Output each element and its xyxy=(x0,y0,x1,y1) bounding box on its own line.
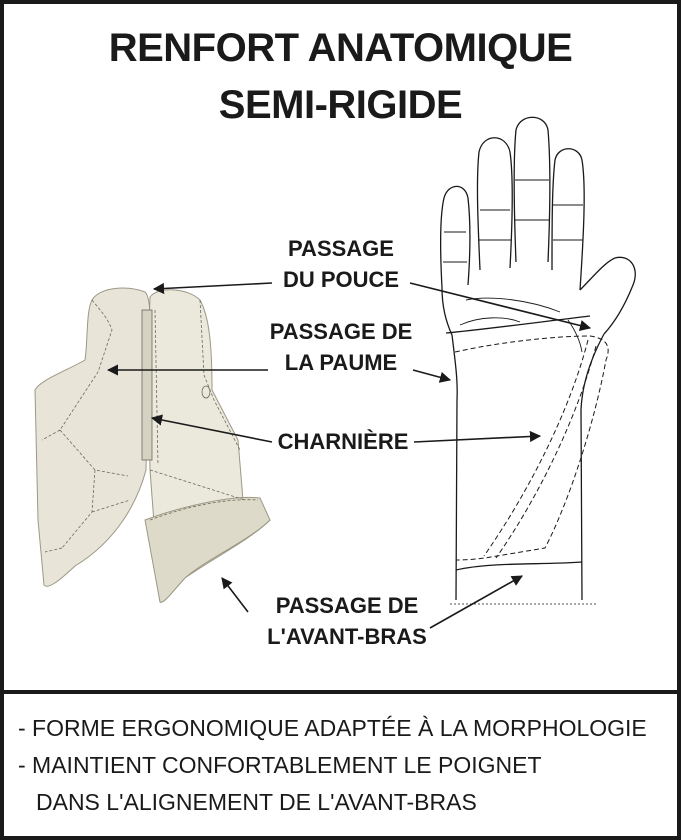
hand-left-side xyxy=(441,287,458,601)
hand-hinge-line xyxy=(483,339,589,557)
arrow-hinge-left xyxy=(150,414,273,443)
section-divider xyxy=(4,690,677,694)
hand-ring-finger xyxy=(476,137,513,271)
label-thumb-passage: PASSAGE DU POUCE xyxy=(272,233,410,295)
hand-wrist-line xyxy=(445,315,591,334)
arrow-forearm-left xyxy=(221,577,249,613)
splint-illustration xyxy=(34,287,271,603)
splint-cuff xyxy=(144,496,271,603)
label-palm-passage: PASSAGE DE LA PAUME xyxy=(266,316,416,378)
splint-seams xyxy=(41,299,259,553)
arrow-hinge-right xyxy=(413,430,542,443)
hand-forearm-cut xyxy=(455,561,583,571)
diagram-figure xyxy=(34,116,636,629)
arrow-thumb-left xyxy=(152,282,273,295)
label-thumb-line-1: PASSAGE xyxy=(288,236,394,261)
arrow-palm-right xyxy=(412,369,452,383)
note-line-3: DANS L'ALIGNEMENT DE L'AVANT-BRAS xyxy=(36,789,477,815)
hand-little-finger xyxy=(440,185,471,289)
arrow-thumb-right xyxy=(409,282,592,331)
note-line-2: - MAINTIENT CONFORTABLEMENT LE POIGNET xyxy=(18,752,542,778)
hand-right-side xyxy=(580,333,605,601)
title-line-1: RENFORT ANATOMIQUE xyxy=(108,26,573,70)
hand-index-finger xyxy=(551,148,585,291)
label-forearm-line-2: L'AVANT-BRAS xyxy=(267,624,427,649)
label-forearm-line-1: PASSAGE DE xyxy=(275,593,419,618)
title-line-2: SEMI-RIGIDE xyxy=(218,83,463,127)
hand-thumb xyxy=(579,256,636,335)
splint-left-shell xyxy=(34,287,151,587)
label-forearm-passage: PASSAGE DE L'AVANT-BRAS xyxy=(262,590,432,652)
feature-notes: - FORME ERGONOMIQUE ADAPTÉE À LA MORPHOL… xyxy=(18,710,647,821)
splint-hinge-strip xyxy=(141,309,153,461)
arrow-forearm-right xyxy=(429,575,523,629)
label-hinge: CHARNIÈRE xyxy=(270,426,416,457)
label-thumb-line-2: DU POUCE xyxy=(282,267,400,292)
splint-rivet xyxy=(201,385,211,399)
note-line-1: - FORME ERGONOMIQUE ADAPTÉE À LA MORPHOL… xyxy=(18,715,647,741)
hand-middle-finger xyxy=(513,116,551,263)
hand-splint-outline xyxy=(454,335,609,561)
label-palm-line-2: LA PAUME xyxy=(284,350,398,375)
leader-arrows xyxy=(106,282,592,629)
hand-illustration xyxy=(440,116,636,605)
label-palm-line-1: PASSAGE DE xyxy=(269,319,413,344)
label-hinge-line-1: CHARNIÈRE xyxy=(277,429,409,454)
